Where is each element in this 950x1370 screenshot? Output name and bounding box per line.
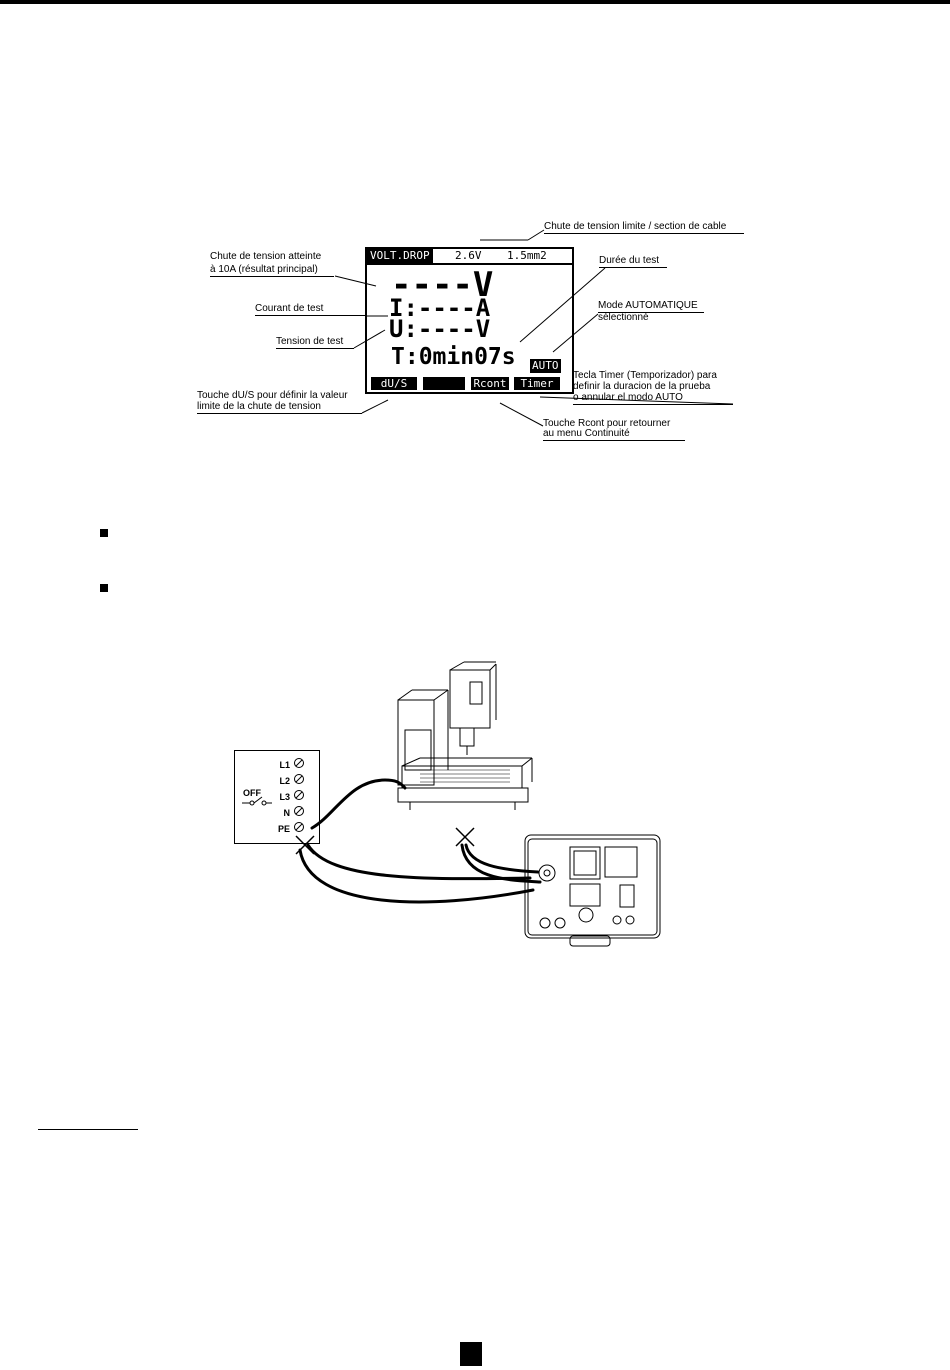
lcd-main-value: ----V [391,265,494,305]
page-number-box [460,1342,482,1366]
test-leads [298,778,542,904]
terminal-pe: PE [278,824,291,834]
terminal-l2: L2 [279,776,290,786]
callout-test-duration: Durée du test [599,255,667,268]
callout-timer-key-2: definir la duracion de la prueba [573,381,711,392]
softkey-blank[interactable] [423,377,465,390]
lcd-current-line: I:----A [389,294,491,322]
callout-leaders [334,229,734,427]
switchboard: OFF L1 L2 L3 N PE [234,750,320,844]
callout-dus-key-1: Touche dU/S pour définir la valeur [197,390,348,401]
lcd-auto-badge: AUTO [530,359,561,373]
bullet-1 [100,529,108,537]
callout-reached-2: à 10A (résultat principal) [210,264,334,277]
top-rule [0,0,950,4]
machine-tool [397,661,533,810]
lcd-cable-section: 1.5mm2 [507,249,547,262]
callout-rcont-key-1: Touche Rcont pour retourner [543,418,671,429]
callout-timer-key-1: Tecla Timer (Temporizador) para [573,370,717,381]
lcd-timer-line: T:0min07s [391,344,516,370]
terminal-l3: L3 [279,792,290,802]
callout-auto-mode-1: Mode AUTOMATIQUE [598,300,704,313]
callout-dus-key-2: limite de la chute de tension [197,401,362,414]
terminal-screws [294,758,304,832]
lcd-screen: VOLT.DROP 2.6V 1.5mm2 ----V I:----A U:--… [365,247,574,394]
lcd-header: VOLT.DROP 2.6V 1.5mm2 [367,249,572,265]
terminal-l1: L1 [279,760,290,770]
callout-rcont-key-2: au menu Continuité [543,428,685,441]
callout-timer-key-3: o annular el modo AUTO [573,392,733,405]
terminal-labels: L1 L2 L3 N PE [278,757,290,837]
lcd-mode: VOLT.DROP [367,249,433,263]
tester-instrument [524,834,661,947]
lcd-voltage-line: U:----V [389,315,491,343]
terminal-n: N [283,808,291,818]
footnote-rule [38,1129,138,1130]
callout-reached-1: Chute de tension atteinte [210,251,322,262]
callout-test-voltage: Tension de test [276,336,354,349]
bullet-2 [100,584,108,592]
softkey-timer[interactable]: Timer [514,377,560,390]
softkey-dus[interactable]: dU/S [371,377,417,390]
callout-test-current: Courant de test [255,303,365,316]
switch-off-label: OFF [243,788,261,798]
clips [295,827,475,855]
callout-auto-mode-2: sélectionné [598,312,649,323]
callout-drop-limit: Chute de tension limite / section de cab… [544,221,744,234]
lcd-voltage-limit: 2.6V [455,249,482,262]
softkey-rcont[interactable]: Rcont [471,377,509,390]
connection-diagram [242,661,661,947]
